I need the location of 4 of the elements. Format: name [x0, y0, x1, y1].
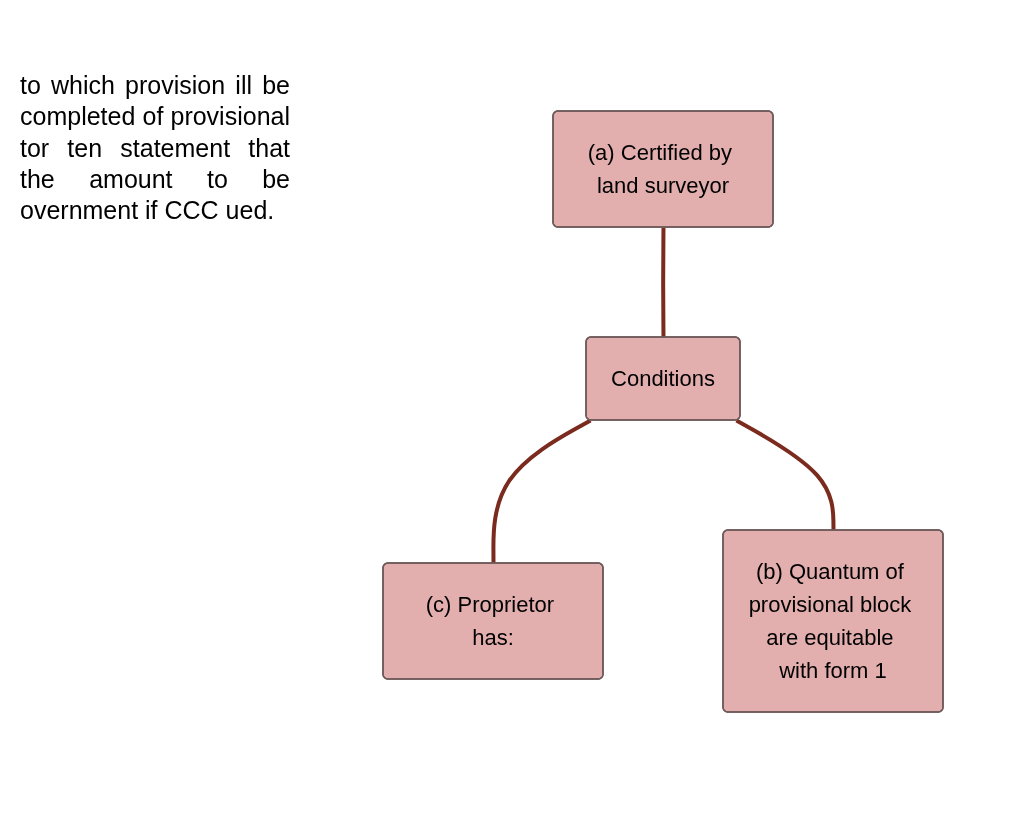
connector — [491, 418, 592, 563]
note-text: to which provision ill be completed of provisional tor ten statement that the amount to be overnment if CCC ued. — [20, 70, 290, 226]
connector — [735, 418, 836, 531]
connector — [661, 226, 666, 338]
